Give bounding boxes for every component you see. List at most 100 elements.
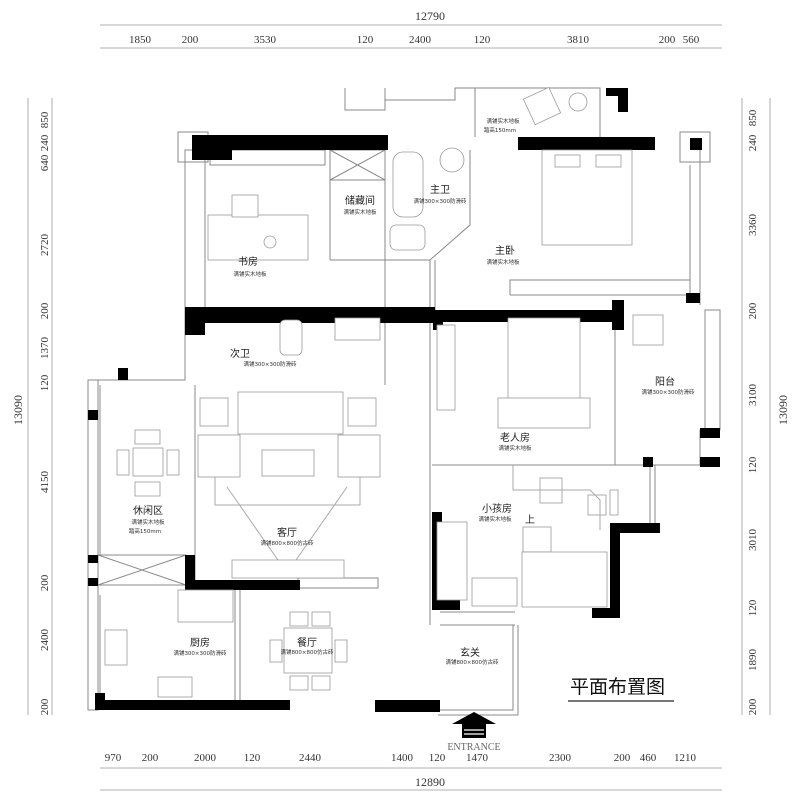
washing-machine — [632, 314, 664, 346]
room-name-leisure: 休闲区 — [133, 504, 163, 517]
dim-left-chain: 850 240 640 2720 200 1370 120 4150 200 2… — [39, 111, 51, 715]
dim: 240 — [39, 134, 51, 151]
room-floor-balcony: 满铺300×300防滑砖 — [641, 388, 695, 396]
dim-top-total: 12790 — [415, 9, 445, 23]
dim: 200 — [747, 302, 759, 319]
room-name-master-bedroom: 主卧 — [495, 244, 515, 257]
sink — [104, 629, 128, 666]
room-name-living: 客厅 — [277, 526, 297, 539]
room-floor-dining: 满铺800×800仿古砖 — [280, 648, 334, 656]
room-floor-kitchen: 满铺300×300防滑砖 — [173, 649, 227, 657]
room-name-foyer: 玄关 — [460, 646, 480, 659]
room-floor-master-bedroom: 满铺实木地板 — [486, 258, 520, 266]
room-name-storage: 储藏间 — [345, 194, 375, 207]
room-note-leisure: 踏高150mm — [129, 527, 161, 535]
dim: 120 — [474, 34, 491, 46]
stove — [157, 676, 193, 698]
dim: 3810 — [567, 34, 590, 46]
room-name-study: 书房 — [238, 255, 258, 268]
room-name-elder: 老人房 — [500, 431, 530, 444]
stair-up-label: 上 — [525, 514, 535, 526]
wardrobe — [436, 324, 456, 411]
dim: 3100 — [747, 384, 759, 407]
entrance-label: ENTRANCE — [447, 742, 500, 753]
room-floor-leisure: 满铺实木地板 — [131, 518, 165, 526]
dim: 640 — [39, 154, 51, 171]
dim-right-chain: 850 240 3360 200 3100 120 3010 120 1890 … — [747, 109, 759, 715]
dim: 460 — [640, 752, 657, 764]
study-chair — [231, 194, 259, 218]
coffee-table — [261, 449, 315, 477]
chair — [289, 611, 309, 627]
dim-bottom-total: 12890 — [415, 775, 445, 789]
dim: 120 — [357, 34, 374, 46]
room-floor-master-bath: 满铺300×300防滑砖 — [413, 197, 467, 205]
dim: 2400 — [39, 629, 51, 652]
pillow — [595, 154, 622, 168]
room-name-balcony: 阳台 — [655, 375, 675, 388]
dim: 120 — [39, 374, 51, 391]
tea-table — [132, 447, 164, 477]
bathtub — [392, 151, 424, 218]
room-floor-study: 满铺实木地板 — [233, 270, 267, 278]
dim: 200 — [39, 302, 51, 319]
child-bed — [521, 551, 608, 608]
toilet — [279, 319, 303, 356]
bed-bench — [497, 397, 591, 429]
dim: 4150 — [39, 471, 51, 494]
fridge — [177, 589, 234, 623]
dim: 200 — [614, 752, 631, 764]
dim-bottom-chain: 970 200 2000 120 2440 1400 120 1470 2300… — [105, 752, 697, 764]
room-floor-second-bath: 满铺300×300防滑砖 — [243, 360, 297, 368]
dim: 120 — [429, 752, 446, 764]
room-floor-storage: 满铺实木地板 — [343, 208, 377, 216]
chair — [311, 611, 331, 627]
cushion — [134, 429, 161, 445]
dim-left-total: 13090 — [11, 395, 25, 425]
dim: 3530 — [254, 34, 277, 46]
room-name-second-bath: 次卫 — [230, 347, 250, 360]
dim: 120 — [747, 456, 759, 473]
room-floor-foyer: 满铺800×800仿古砖 — [445, 658, 499, 666]
side-table — [199, 397, 229, 427]
dim-top-chain: 1850 200 3530 120 2400 120 3810 200 560 — [129, 34, 700, 46]
dim: 120 — [747, 599, 759, 616]
dim: 1210 — [674, 752, 697, 764]
room-labels: 书房 满铺实木地板 储藏间 满铺实木地板 主卫 满铺300×300防滑砖 主卧 … — [129, 117, 695, 666]
dim: 2000 — [194, 752, 217, 764]
dim: 560 — [683, 34, 700, 46]
dim: 970 — [105, 752, 122, 764]
dim: 1370 — [39, 337, 51, 360]
dim: 200 — [747, 698, 759, 715]
room-floor-child: 满铺实木地板 — [478, 515, 512, 523]
dining-table — [283, 627, 333, 674]
room-floor-elder: 满铺实木地板 — [498, 444, 532, 452]
dim: 200 — [182, 34, 199, 46]
dim: 2440 — [299, 752, 322, 764]
armchair — [197, 434, 241, 478]
armchair — [337, 434, 381, 478]
room-name-dining: 餐厅 — [297, 636, 317, 649]
wardrobe — [471, 577, 518, 607]
room-name-child: 小孩房 — [482, 502, 512, 515]
cushion — [116, 449, 130, 476]
dim: 200 — [39, 574, 51, 591]
chair — [334, 639, 348, 663]
washbasin — [334, 317, 381, 341]
toilet — [389, 224, 426, 251]
sofa — [237, 391, 344, 435]
wall-outlines — [87, 87, 721, 716]
room-name-master-bath: 主卫 — [430, 184, 450, 196]
dim: 120 — [244, 752, 261, 764]
dim: 240 — [747, 134, 759, 151]
dim: 1470 — [466, 752, 489, 764]
desk-lamp-icon — [263, 235, 277, 249]
side-table — [568, 92, 588, 112]
washbasin — [439, 147, 465, 173]
pillow — [554, 154, 581, 168]
wardrobe — [436, 521, 468, 601]
dim: 850 — [39, 111, 51, 128]
tv-cabinet — [231, 559, 345, 579]
chair — [289, 675, 309, 691]
